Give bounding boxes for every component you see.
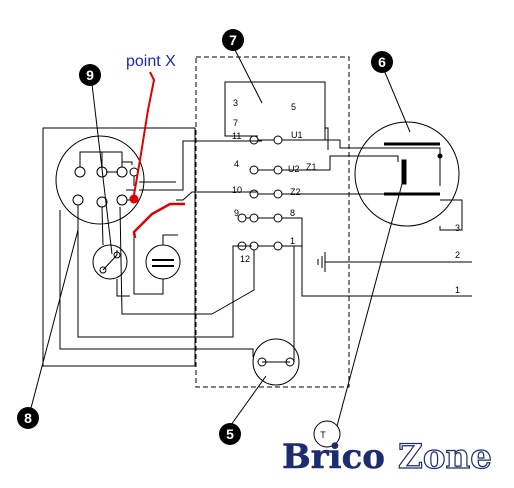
- motor-6: [354, 121, 460, 227]
- protector-pin: [99, 266, 107, 274]
- callout-9-label: 9: [86, 67, 94, 83]
- callout-9-bubble: [79, 64, 101, 86]
- point-x-arrow: [133, 71, 156, 196]
- tach-label: T: [320, 430, 326, 440]
- point-x-marker: [129, 194, 139, 204]
- output-label-3: 3: [455, 223, 460, 233]
- tachometer: [313, 420, 341, 448]
- callout-leaders: [30, 47, 411, 426]
- terminal-1: [273, 241, 283, 251]
- output-label-2: 2: [455, 250, 460, 260]
- module-7-box: [195, 56, 350, 388]
- callout-6-bubble: [371, 51, 393, 73]
- label-10: 10: [232, 185, 242, 195]
- selector-switch-9: [55, 135, 145, 225]
- red-wire: [132, 202, 185, 239]
- label-1: 1: [290, 236, 295, 246]
- point-x-label: point X: [126, 53, 176, 70]
- label-4: 4: [234, 159, 239, 169]
- brand-brico: Brico: [282, 437, 385, 477]
- appliance-frame: [42, 127, 196, 367]
- label-u2: U2: [288, 164, 300, 174]
- terminal-z2: [273, 189, 283, 199]
- wiring-lines: [42, 56, 472, 448]
- terminal-9: [249, 213, 259, 223]
- label-8: 8: [290, 208, 295, 218]
- label-9: 9: [234, 208, 239, 218]
- label-3: 3: [233, 98, 238, 108]
- thermal-protector: [92, 244, 128, 280]
- label-5: 5: [291, 102, 296, 112]
- callout-5-label: 5: [226, 426, 234, 442]
- callout-5-bubble: [219, 423, 241, 445]
- component-5: [252, 338, 300, 386]
- callout-7-label: 7: [229, 32, 237, 48]
- label-7: 7: [233, 118, 238, 128]
- bricozone-logo: Brico Zone: [282, 436, 493, 477]
- label-u1: U1: [291, 130, 303, 140]
- callout-8-bubble: [17, 407, 39, 429]
- label-z1: Z1: [306, 162, 317, 172]
- terminal-u2: [273, 165, 283, 175]
- terminal-11: [249, 135, 259, 145]
- label-11: 11: [232, 131, 241, 141]
- terminal-8: [273, 213, 283, 223]
- terminal-10: [249, 189, 259, 199]
- capacitor: [145, 244, 181, 280]
- switch-contact: [72, 194, 84, 206]
- switch-contact: [74, 166, 86, 178]
- label-z2: Z2: [290, 187, 301, 197]
- callout-6-label: 6: [378, 54, 386, 70]
- terminal-9b: [237, 213, 247, 223]
- brand-zone: Zone: [398, 437, 492, 477]
- callout-7-bubble: [222, 29, 244, 51]
- terminal-u1: [273, 135, 283, 145]
- callout-8-label: 8: [24, 410, 32, 426]
- switch-contact: [116, 194, 128, 206]
- switch-contact: [116, 166, 128, 178]
- output-label-1: 1: [455, 285, 460, 295]
- terminal-4: [249, 165, 259, 175]
- label-12: 12: [240, 254, 250, 264]
